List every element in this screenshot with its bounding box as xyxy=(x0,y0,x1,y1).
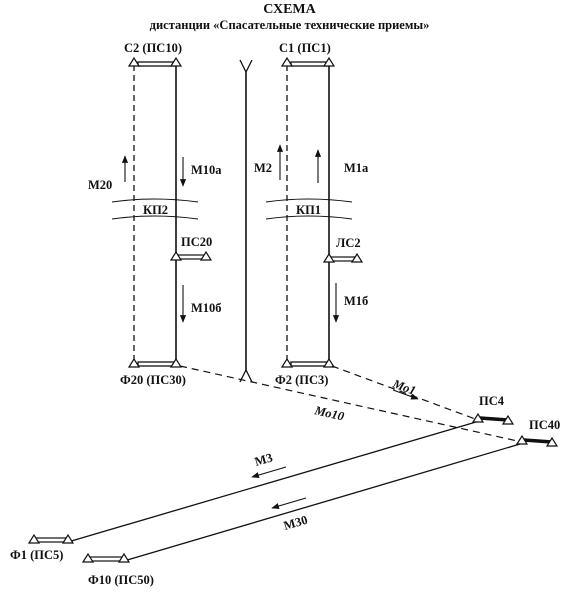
label-ps40: ПС40 xyxy=(529,418,560,432)
mo1-arrow-icon xyxy=(392,389,419,400)
triangle-marker-icon xyxy=(350,252,364,263)
stage-c1-bar xyxy=(290,61,328,67)
label-kp1: КП1 xyxy=(296,203,321,217)
diagram-title: СХЕМА xyxy=(263,2,316,17)
label-kp2: КП2 xyxy=(143,203,168,217)
triangle-marker-icon xyxy=(81,552,95,563)
triangle-marker-icon xyxy=(515,434,529,445)
label-m1b: М1б xyxy=(344,294,368,308)
triangle-marker-icon xyxy=(117,552,131,563)
label-m3: М3 xyxy=(253,450,274,468)
triangle-marker-icon xyxy=(27,533,41,544)
diagram-subtitle: дистанции «Спасательные технические прие… xyxy=(149,18,430,32)
stage-f20-bar xyxy=(137,361,175,367)
kp1-control-line-bottom xyxy=(265,215,353,220)
triangle-marker-icon xyxy=(199,250,213,261)
kp2-control-line-bottom xyxy=(111,215,199,220)
label-c2: С2 (ПС10) xyxy=(124,41,182,55)
m3-arrow-icon xyxy=(251,466,287,478)
kp1-control-line-top xyxy=(265,198,353,203)
triangle-marker-icon xyxy=(322,357,336,368)
kp2-control-line-top xyxy=(111,198,199,203)
stage-f1 xyxy=(27,533,75,544)
triangle-marker-icon xyxy=(501,414,515,425)
label-f20: Ф20 (ПС30) xyxy=(120,373,186,387)
label-m10a: М10а xyxy=(191,163,222,177)
triangle-marker-icon xyxy=(322,252,336,263)
triangle-marker-icon xyxy=(471,412,485,423)
stage-ps4 xyxy=(471,412,515,425)
triangle-marker-icon xyxy=(127,56,141,67)
triangle-marker-icon xyxy=(61,533,75,544)
label-mo10: Мо10 xyxy=(312,403,346,424)
label-mo1: Мо1 xyxy=(390,376,418,398)
label-c1: С1 (ПС1) xyxy=(279,41,331,55)
rope-ps4-to-f1 xyxy=(67,421,477,543)
label-f2: Ф2 (ПС3) xyxy=(275,373,328,387)
label-m1a: М1а xyxy=(344,161,369,175)
triangle-marker-icon xyxy=(169,56,183,67)
label-m20: М20 xyxy=(88,178,112,192)
triangle-marker-icon xyxy=(169,357,183,368)
stage-f10 xyxy=(81,552,131,563)
triangle-marker-icon xyxy=(322,56,336,67)
dashed-line-f2-to-ps4 xyxy=(331,365,479,421)
m30-arrow-icon xyxy=(271,497,307,509)
stage-ps40 xyxy=(515,434,559,447)
right-column xyxy=(265,56,364,368)
label-m10b: М10б xyxy=(191,301,222,315)
center-separator xyxy=(239,59,253,383)
triangle-marker-icon xyxy=(169,250,183,261)
label-m2: М2 xyxy=(254,161,272,175)
triangle-marker-icon xyxy=(280,56,294,67)
stage-f2-bar xyxy=(290,361,328,367)
triangle-marker-icon xyxy=(545,436,559,447)
triangle-marker-icon xyxy=(280,357,294,368)
triangle-marker-icon xyxy=(127,357,141,368)
label-f10: Ф10 (ПС50) xyxy=(88,573,154,587)
dashed-line-f20-to-ps40 xyxy=(179,365,523,443)
label-ps4: ПС4 xyxy=(479,394,505,408)
rope-ps40-to-f10 xyxy=(123,443,521,562)
label-ps2: ЛС2 xyxy=(336,236,361,250)
label-m30: М30 xyxy=(282,513,309,533)
left-column xyxy=(111,56,213,368)
stage-c2-bar xyxy=(137,61,175,67)
label-f1: Ф1 (ПС5) xyxy=(10,548,63,562)
label-ps20: ПС20 xyxy=(181,235,212,249)
